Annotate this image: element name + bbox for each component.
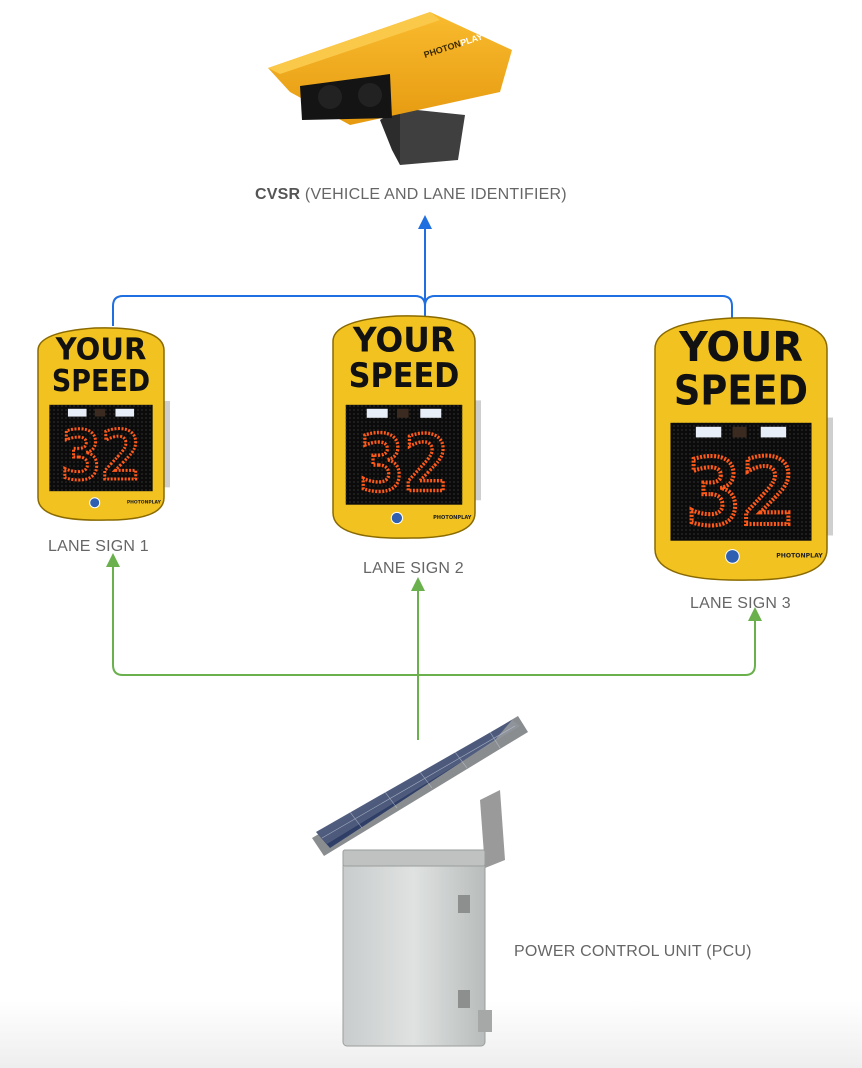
sign-light-right xyxy=(760,426,787,438)
sign-speed-digits: 32 xyxy=(359,420,450,510)
sign-light-left xyxy=(67,408,87,417)
pcu-latch-bottom xyxy=(458,990,470,1008)
camera-label-rest: (VEHICLE AND LANE IDENTIFIER) xyxy=(300,186,567,203)
pcu-bracket xyxy=(480,790,505,868)
solar-grid xyxy=(321,725,516,839)
power-links xyxy=(106,553,762,740)
sign-text-line1: YOUR xyxy=(55,333,147,368)
sign-light-left xyxy=(366,408,388,418)
sign-text-line2: SPEED xyxy=(52,364,150,399)
sign-text-line1: YOUR xyxy=(352,321,455,360)
sign-speed-digits: 32 xyxy=(61,416,142,495)
lane-sign-3-label: LANE SIGN 3 xyxy=(690,595,791,612)
lane-sign-1-label: LANE SIGN 1 xyxy=(48,538,149,555)
pcu-enclosure xyxy=(342,861,486,1047)
sign-text-line1: YOUR xyxy=(678,323,803,371)
sign-light-right xyxy=(420,408,442,418)
sign-brand: PHOTONPLAY xyxy=(127,500,162,506)
sign-brand: PHOTONPLAY xyxy=(433,515,472,521)
solar-panel xyxy=(316,720,512,848)
sign-text-line2: SPEED xyxy=(674,366,808,414)
data-links xyxy=(112,215,733,326)
lane-signs: YOURSPEED32PHOTONPLAYYOURSPEED32PHOTONPL… xyxy=(37,315,833,581)
pcu-unit xyxy=(312,716,528,1047)
camera-mount xyxy=(398,108,465,165)
cvsr-camera: PHOTONPLAY xyxy=(268,12,512,165)
power-link-path xyxy=(112,565,756,676)
sign-badge xyxy=(390,511,404,525)
sign-brand: PHOTONPLAY xyxy=(776,553,823,560)
sign-speed-digits: 32 xyxy=(686,439,796,546)
pcu-latch-top xyxy=(458,895,470,913)
camera-label-bold: CVSR xyxy=(255,186,301,203)
sign-badge xyxy=(89,497,101,509)
sign-badge xyxy=(725,549,740,564)
sign-light-right xyxy=(115,408,135,417)
sign-light-left xyxy=(695,426,722,438)
pcu-label: POWER CONTROL UNIT (PCU) xyxy=(514,943,752,960)
lane-sign-2-label: LANE SIGN 2 xyxy=(363,560,464,577)
camera-label: CVSR (VEHICLE AND LANE IDENTIFIER) xyxy=(255,186,567,204)
sign-text-line2: SPEED xyxy=(349,356,460,395)
